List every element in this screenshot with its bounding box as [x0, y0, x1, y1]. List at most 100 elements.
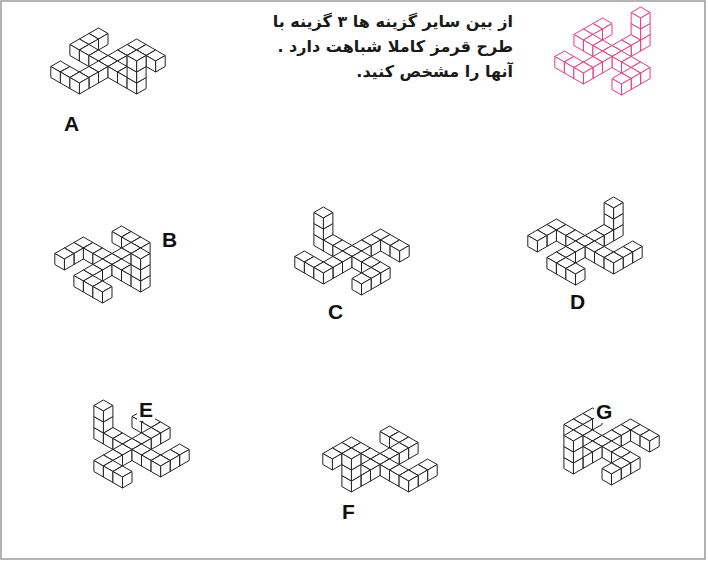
cube-face [633, 247, 643, 264]
cube-face [390, 470, 400, 487]
cube-face [142, 455, 152, 472]
cube-face [332, 454, 342, 471]
cube-face [151, 433, 161, 450]
cube-face [595, 252, 605, 269]
cube-face [323, 240, 333, 257]
cube-face [103, 265, 113, 282]
cube-face [623, 252, 633, 269]
cube-figure [51, 28, 165, 94]
cube-face [603, 57, 613, 74]
cube-figures [51, 7, 659, 492]
cube-face [612, 469, 622, 486]
option-letter: E [137, 398, 155, 421]
cube-face [323, 213, 333, 230]
cube-face [399, 476, 409, 493]
cube-face [113, 472, 123, 489]
cube-face [409, 443, 419, 460]
cube-face [51, 67, 61, 84]
cube-face [314, 268, 324, 285]
cube-face [428, 465, 438, 482]
cube-face [74, 248, 84, 265]
cube-face [79, 78, 89, 95]
cube-face [622, 79, 632, 96]
cube-figure [555, 7, 650, 95]
cube-face [641, 13, 651, 30]
cube-face [161, 461, 171, 478]
option-letter: F [340, 500, 357, 523]
cube-face [631, 13, 641, 30]
cube-face [381, 268, 391, 285]
cube-face [137, 56, 147, 73]
cube-face [574, 35, 584, 52]
cube-face [180, 450, 190, 467]
cube-face [362, 279, 372, 296]
cube-face [304, 262, 314, 279]
cube-face [123, 450, 133, 467]
option-letter: B [160, 228, 179, 251]
cube-face [103, 466, 113, 483]
cube-face [352, 279, 362, 296]
cube-face [314, 213, 324, 230]
cube-face [621, 463, 631, 480]
cube-face [602, 447, 612, 464]
cube-face [400, 246, 410, 263]
cube-face [641, 68, 651, 85]
cube-face [650, 436, 660, 453]
cube-face [564, 436, 574, 453]
cube-face [99, 67, 109, 84]
cube-face [614, 258, 624, 275]
cube-face [123, 472, 133, 489]
cube-face [103, 406, 113, 423]
cube-face [593, 447, 603, 464]
cube-face [89, 72, 99, 89]
cube-face [323, 268, 333, 285]
cube-face [103, 287, 113, 304]
cube-face [564, 62, 574, 79]
cube-face [409, 476, 419, 493]
cube-face [343, 257, 353, 274]
cube-face [583, 40, 593, 57]
cube-face [583, 68, 593, 85]
cube-figure [323, 426, 437, 492]
cube-face [371, 465, 381, 482]
cube-face [103, 433, 113, 450]
cube-face [108, 67, 118, 84]
cube-face [631, 430, 641, 447]
cube-face [94, 461, 104, 478]
cube-face [323, 454, 333, 471]
cube-face [528, 236, 538, 253]
cube-face [537, 236, 547, 253]
cube-face [604, 230, 614, 247]
cube-face [55, 254, 65, 271]
option-letter: C [326, 300, 345, 323]
cube-face [342, 454, 352, 471]
cube-face [555, 57, 565, 74]
cube-face [295, 257, 305, 274]
cube-face [132, 450, 142, 467]
option-letter: D [568, 290, 587, 313]
cube-face [547, 230, 557, 247]
cube-face [131, 254, 141, 271]
cube-face [621, 430, 631, 447]
cube-face [612, 79, 622, 96]
cube-figure [528, 197, 642, 285]
cube-figure [55, 226, 150, 303]
cube-face [585, 247, 595, 264]
cube-face [122, 270, 132, 287]
option-letter: G [594, 400, 614, 423]
cube-face [70, 45, 80, 62]
cube-face [418, 470, 428, 487]
cube-face [614, 203, 624, 220]
cube-face [333, 262, 343, 279]
cube-face [361, 470, 371, 487]
cube-face [83, 248, 93, 265]
cube-face [576, 247, 586, 264]
cube-face [593, 62, 603, 79]
cube-face [74, 276, 84, 293]
cube-face [399, 448, 409, 465]
cube-face [70, 78, 80, 95]
cube-face [573, 436, 583, 453]
cube-face [612, 57, 622, 74]
instruction-text: از بین سایر گزینه ها ۳ گزینه با طرح قرمز… [258, 10, 513, 84]
